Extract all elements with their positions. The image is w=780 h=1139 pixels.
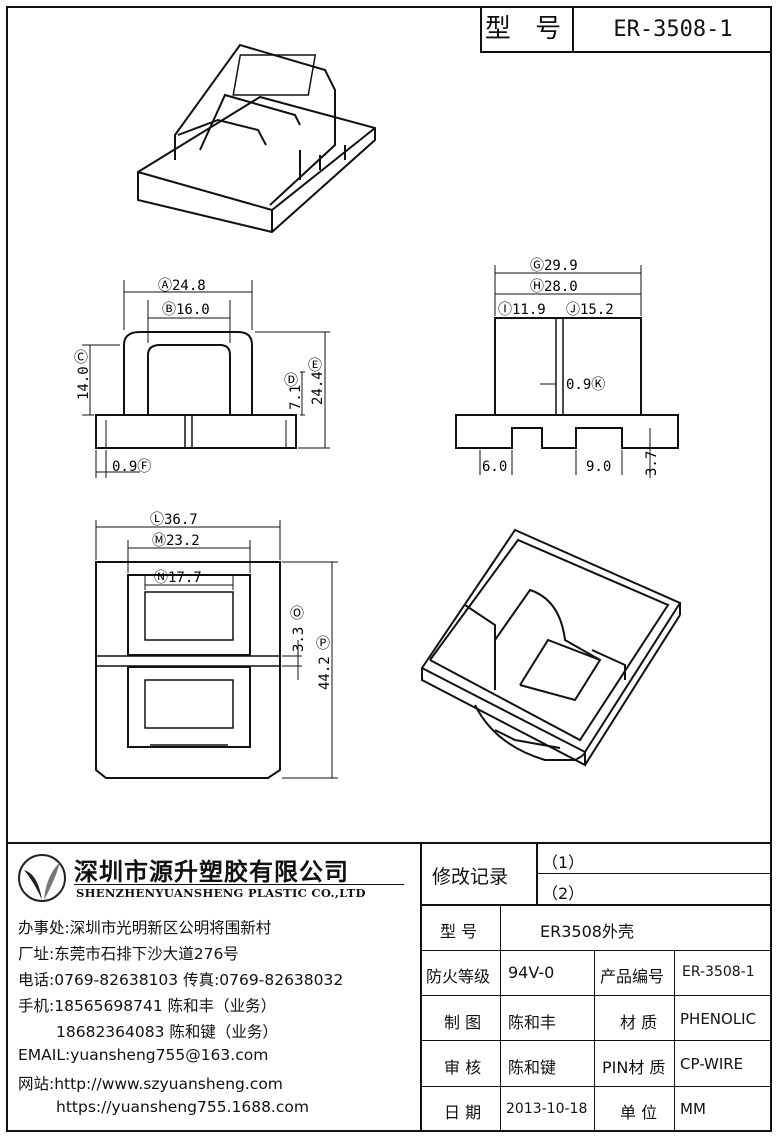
dim-side-right: 3.7 [644, 451, 660, 476]
revision-1: （1） [542, 853, 585, 872]
dim-E-letter: Ⓔ [308, 358, 322, 374]
dim-H-label: Ⓗ28.0 [530, 279, 578, 295]
material-value: PHENOLIC [680, 1010, 757, 1028]
dim-G-label: Ⓖ29.9 [530, 258, 578, 274]
product-no-label: 产品编号 [600, 967, 665, 986]
dim-O-value: 3.3 [291, 627, 307, 652]
dim-P-letter: Ⓟ [316, 636, 330, 652]
factory-address: 厂址:东莞市石排下沙大道276号 [18, 945, 239, 963]
company-name-en: SHENZHENYUANSHENG PLASTIC CO.,LTD [76, 886, 366, 900]
drawing-canvas: Ⓐ24.8 Ⓑ16.0 Ⓒ 14.0 Ⓓ 7.1 Ⓔ 24.4 0.9Ⓕ Ⓖ29… [74, 43, 682, 779]
dim-D-value: 7.1 [288, 385, 304, 410]
side-view [455, 265, 679, 478]
isometric-view-bottom [420, 528, 682, 767]
fire-rating-value: 94V-0 [508, 963, 555, 982]
front-view [82, 280, 330, 478]
pin-material-label: PIN材 质 [602, 1058, 666, 1077]
drawing-frame [6, 6, 772, 1132]
dim-D-letter: Ⓓ [284, 373, 298, 389]
email[interactable]: EMAIL:yuansheng755@163.com [18, 1046, 269, 1064]
dim-side-mid: 9.0 [586, 459, 611, 475]
type-label: 型 号 [482, 8, 574, 51]
unit-value: MM [680, 1100, 706, 1118]
dim-O-letter: Ⓞ [290, 606, 304, 622]
dim-I-label: Ⓘ11.9 [498, 302, 546, 318]
type-label-table: 型 号 [440, 922, 478, 941]
revision-2: （2） [542, 884, 585, 903]
date-value: 2013-10-18 [506, 1101, 588, 1117]
drawn-by-label: 制 图 [444, 1013, 482, 1032]
checked-by-value: 陈和键 [508, 1058, 557, 1077]
dim-N-label: Ⓝ17.7 [154, 570, 202, 586]
phone-fax: 电话:0769-82638103 传真:0769-82638032 [18, 971, 344, 989]
plan-view [95, 520, 338, 779]
type-value: ER3508外壳 [540, 922, 634, 941]
product-no-value: ER-3508-1 [682, 964, 755, 980]
drawn-by-value: 陈和丰 [508, 1013, 557, 1032]
website-2[interactable]: https://yuansheng755.1688.com [56, 1098, 309, 1116]
dim-C-letter: Ⓒ [74, 350, 88, 366]
dim-B-label: Ⓑ16.0 [162, 302, 210, 318]
dim-side-left: 6.0 [482, 459, 507, 475]
revision-label: 修改记录 [432, 866, 509, 888]
office-address: 办事处:深圳市光明新区公明将围新村 [18, 919, 272, 937]
dim-P-value: 44.2 [317, 656, 333, 690]
isometric-view-top [137, 43, 376, 234]
title-block-header: 型 号 ER-3508-1 [480, 8, 772, 53]
date-label: 日 期 [444, 1103, 482, 1122]
mobile-2: 18682364083 陈和键（业务） [56, 1023, 278, 1041]
material-label: 材 质 [620, 1013, 658, 1032]
model-number: ER-3508-1 [613, 17, 733, 42]
company-logo [18, 854, 66, 902]
mobile-1: 手机:18565698741 陈和丰（业务） [18, 997, 277, 1015]
website-1[interactable]: 网站:http://www.szyuansheng.com [18, 1075, 283, 1093]
checked-by-label: 审 核 [444, 1058, 482, 1077]
dim-M-label: Ⓜ23.2 [152, 533, 200, 549]
dim-E-value: 24.4 [310, 371, 326, 405]
dim-C-value: 14.0 [76, 366, 92, 400]
dim-K-label: 0.9Ⓚ [566, 377, 605, 393]
fire-rating-label: 防火等级 [426, 967, 491, 986]
dim-J-label: Ⓙ15.2 [566, 302, 614, 318]
title-block [6, 842, 772, 1134]
dim-L-label: Ⓛ36.7 [150, 512, 198, 528]
company-name-cn: 深圳市源升塑胶有限公司 [74, 858, 349, 886]
dim-F-label: 0.9Ⓕ [112, 459, 151, 475]
unit-label: 单 位 [620, 1103, 658, 1122]
dim-A-label: Ⓐ24.8 [158, 278, 206, 294]
pin-material-value: CP-WIRE [680, 1055, 744, 1073]
